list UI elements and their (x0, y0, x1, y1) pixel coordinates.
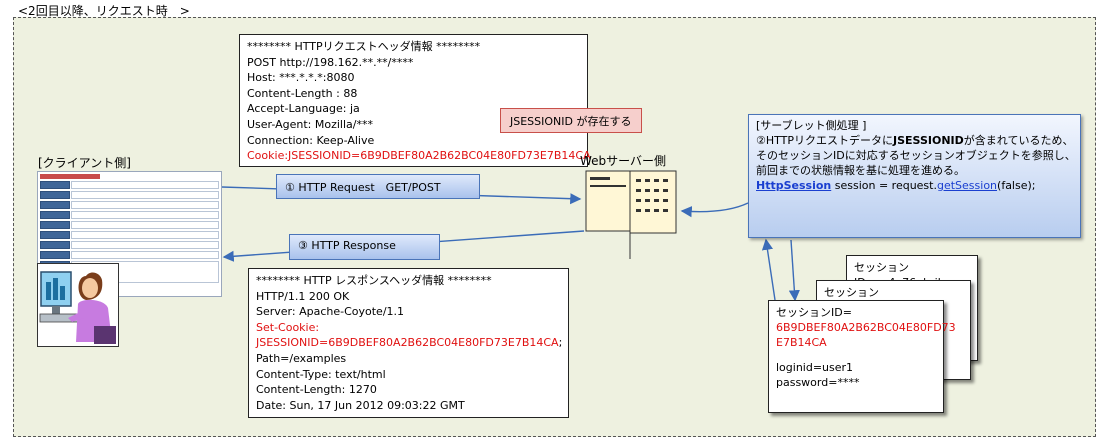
servlet-return-arrow (680, 202, 749, 218)
response-header-line: Date: Sun, 17 Jun 2012 09:03:22 GMT (256, 398, 465, 412)
server-label: Webサーバー側 (580, 154, 667, 168)
response-header-line: Server: Apache-Coyote/1.1 (256, 305, 405, 319)
servlet-line1-pre: ②HTTPリクエストデータに (756, 134, 894, 147)
servlet-line1-bold: JSESSIONID (893, 134, 964, 147)
user-illustration (37, 263, 119, 347)
person-at-computer-icon (39, 271, 116, 344)
response-header-title: ******** HTTP レスポンスヘッダ情報 ******** (256, 274, 492, 287)
response-header-line: Content-Length: 1270 (256, 383, 377, 397)
httpsession-link[interactable]: HttpSession (756, 179, 832, 192)
request-header-line: POST http://198.162.**.**/**** (247, 55, 414, 69)
servlet-code-end: (false); (997, 179, 1036, 192)
response-header-line: Content-Type: text/html (256, 367, 386, 381)
session-id-front-label: セッションID= (776, 306, 852, 319)
response-header-line: HTTP/1.1 200 OK (256, 289, 350, 303)
servlet-line1-post: が含まれているため、 (963, 134, 1074, 147)
session-id-front-value: 6B9DBEF80A2B62BC04E80FD73 (776, 321, 956, 334)
response-header-line: Path=/examples (256, 351, 347, 365)
client-label: [クライアント側] (38, 156, 131, 170)
browser-title-bar (40, 174, 100, 179)
servlet-title: [サーブレット側処理 ] (756, 119, 867, 132)
session-attr-loginid: loginid=user1 (776, 361, 854, 374)
response-header-box: ******** HTTP レスポンスヘッダ情報 ******** HTTP/1… (248, 268, 569, 418)
servlet-line3: 前回までの状態情報を基に処理を進める。 (756, 164, 965, 177)
http-request-label: ① HTTP Request GET/POST (276, 174, 480, 199)
web-server-icon (584, 169, 678, 261)
set-cookie-suffix: ; (558, 336, 563, 350)
http-response-label: ③ HTTP Response (289, 234, 440, 260)
diagram-caption: <2回目以降、リクエスト時 > (18, 4, 190, 18)
servlet-code-mid: session = request. (831, 179, 937, 192)
request-header-line: Content-Length : 88 (247, 86, 358, 100)
request-header-title: ******** HTTPリクエストヘッダ情報 ******** (247, 40, 481, 53)
request-cookie: Cookie:JSESSIONID=6B9DBEF80A2B62BC04E80F… (247, 149, 591, 163)
getsession-link[interactable]: getSession (936, 179, 998, 192)
session-attr-password: password=**** (776, 376, 860, 389)
request-header-line: Host: ***.*.*.*:8080 (247, 71, 355, 85)
set-cookie-label: Set-Cookie: (256, 320, 320, 334)
request-header-line: Connection: Keep-Alive (247, 133, 375, 147)
session-id-front-value: E7B14CA (776, 336, 827, 349)
session-ref-arrow (788, 239, 800, 302)
servlet-process-box: [サーブレット側処理 ] ②HTTPリクエストデータにJSESSIONIDが含ま… (748, 114, 1081, 238)
session-lookup-arrow (761, 238, 776, 301)
session-card-front: セッションID= 6B9DBEF80A2B62BC04E80FD73 E7B14… (768, 300, 956, 413)
servlet-line2: そのセッションIDに対応するセッションオブジェクトを参照し、 (756, 149, 1076, 162)
request-header-line: User-Agent: Mozilla/*** (247, 117, 373, 131)
set-cookie-value: JSESSIONID=6B9DBEF80A2B62BC04E80FD73E7B1… (256, 336, 559, 350)
request-header-box: ******** HTTPリクエストヘッダ情報 ******** POST ht… (239, 34, 591, 167)
jsessionid-callout: JSESSIONID が存在する (500, 108, 642, 133)
request-header-line: Accept-Language: ja (247, 102, 360, 116)
